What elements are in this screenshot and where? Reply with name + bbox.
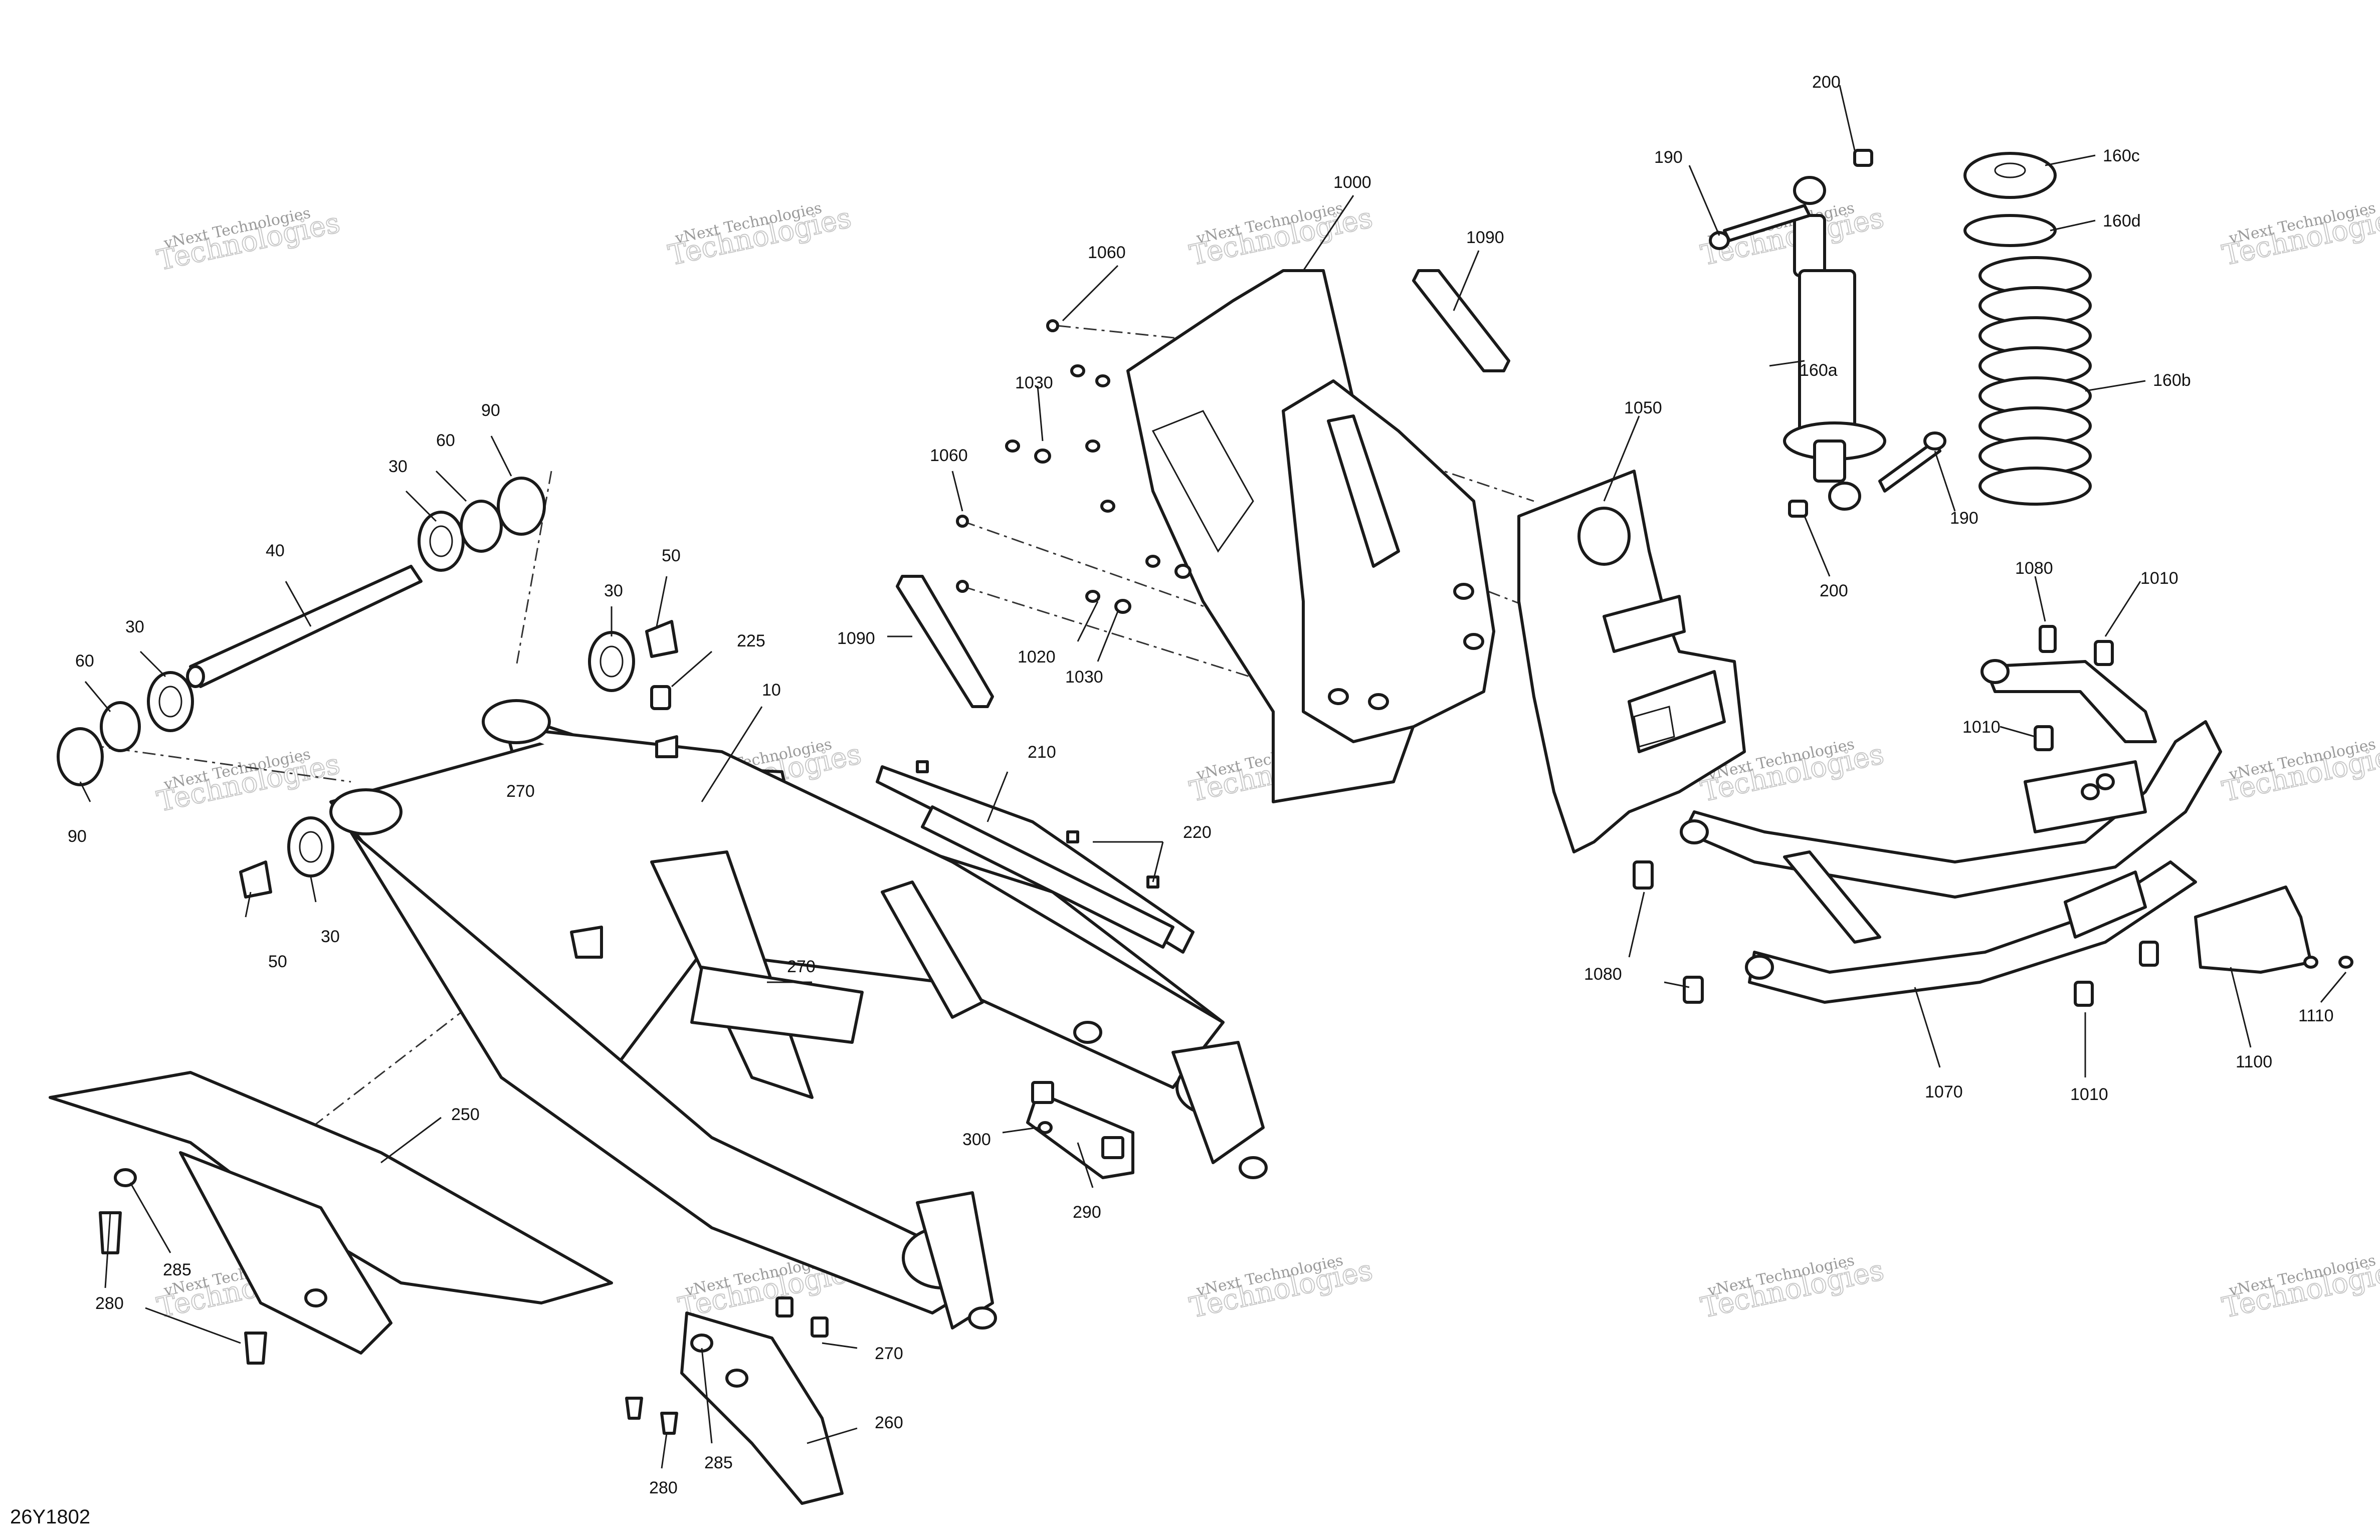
callout-190: 190 [1950,509,1978,528]
callout-1090: 1090 [837,629,875,648]
callout-200: 200 [1820,581,1848,600]
callout-160d: 160d [2103,211,2141,231]
callout-270: 270 [506,782,535,801]
shock-absorber [1709,149,1946,518]
watermark: Technologies vNext Technologies [2219,735,2380,808]
callout-1080: 1080 [1584,965,1622,984]
callout-30: 30 [388,457,408,476]
callout-10: 10 [762,681,781,700]
rear-fender [1126,269,1495,803]
callout-280: 280 [95,1294,124,1313]
callout-1100: 1100 [2236,1052,2272,1071]
callout-40: 40 [266,541,285,560]
callout-280: 280 [649,1478,678,1497]
callout-1090: 1090 [1466,228,1504,247]
leader-lines [79,85,2347,1469]
callout-1030: 1030 [1065,668,1103,687]
callout-290: 290 [1073,1203,1101,1222]
pivot-shaft-bearings [57,477,678,899]
watermark: Technologies vNext Technologies [1186,1251,1376,1325]
callout-1020: 1020 [1018,647,1056,667]
sensor-bracket [1026,1081,1134,1179]
callout-1030: 1030 [1015,373,1053,392]
callout-1010: 1010 [1962,718,2001,737]
watermark: Technologies vNext Technologies [2219,199,2380,272]
chain-guard [876,760,1195,954]
callout-285: 285 [163,1260,191,1279]
callout-160b: 160b [2153,371,2191,390]
callout-1060: 1060 [1088,243,1126,262]
reflector-right [1412,269,1510,372]
callout-250: 250 [451,1105,480,1124]
callout-270: 270 [787,957,816,976]
sprocket-cover [49,1071,613,1365]
callout-300: 300 [962,1130,991,1149]
callout-270: 270 [875,1344,903,1363]
swingarm [329,699,1268,1330]
callout-1070: 1070 [1925,1082,1963,1102]
callout-1080: 1080 [2015,559,2053,578]
callout-200: 200 [1812,73,1841,92]
tail-cover [2194,886,2353,974]
callout-1060: 1060 [930,446,968,465]
callout-285: 285 [704,1453,733,1472]
callout-160a: 160a [1800,361,1838,380]
callout-30: 30 [321,927,340,946]
callout-labels: 10 30 30 30 30 40 50 50 60 60 90 90 160a… [68,73,2334,1497]
callout-225: 225 [737,631,765,650]
callout-1000: 1000 [1333,173,1371,192]
watermark: Technologies vNext Technologies [154,745,343,818]
callout-90: 90 [68,827,87,846]
callout-60: 60 [436,431,455,450]
callout-160c: 160c [2103,146,2140,165]
diagram-code: 26Y1802 [10,1506,90,1528]
watermark: Technologies vNext Technologies [2219,1251,2380,1325]
chain-slider [625,1296,844,1505]
callout-210: 210 [1028,743,1056,762]
callout-260: 260 [875,1413,903,1432]
license-plate-holder [1517,470,1746,853]
coil-spring [1963,152,2092,506]
watermark: Technologies vNext Technologies [1698,1251,1887,1325]
reflector-left [896,575,994,708]
bar-fasteners [1633,625,2159,1007]
callout-30: 30 [604,581,623,600]
callout-1010: 1010 [2140,569,2178,588]
watermark: Technologies vNext Technologies [665,199,855,272]
callout-30: 30 [125,617,144,636]
callout-1010: 1010 [2070,1085,2108,1104]
callout-60: 60 [75,651,94,671]
watermark: Technologies vNext Technologies [154,204,343,277]
fender-fasteners [956,319,1192,614]
callout-190: 190 [1654,148,1683,167]
callout-90: 90 [481,401,500,420]
callout-50: 50 [268,952,287,971]
passenger-bar [1680,659,2222,1004]
callout-1110: 1110 [2298,1006,2334,1025]
callout-220: 220 [1183,823,1212,842]
callout-1050: 1050 [1624,398,1662,417]
callout-50: 50 [662,546,681,565]
